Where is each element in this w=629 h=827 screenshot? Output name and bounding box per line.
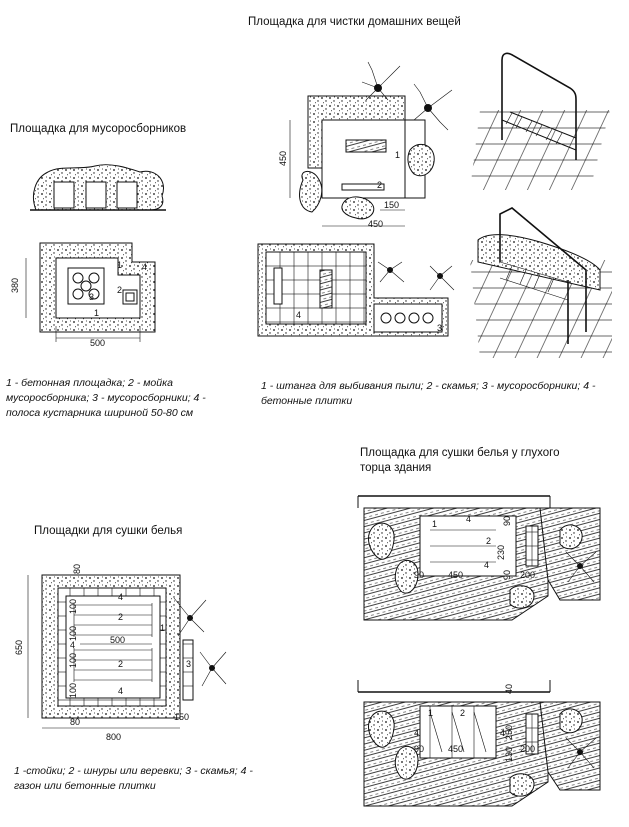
dim-450v: 450 [278,151,288,166]
dim-40: 40 [504,684,514,694]
dim-90c: 90 [502,570,512,580]
label-1: 1 [428,708,433,718]
dim-80b: 80 [70,717,80,727]
dim-200: 200 [520,570,535,580]
label-2: 2 [377,180,382,190]
label-3: 3 [186,659,191,669]
dim-250: 250 [504,725,514,740]
dim-100a: 100 [68,599,78,614]
label-1: 1 [160,623,165,633]
label-4a: 4 [466,514,471,524]
title-drying-wall: Площадка для сушки белья у глухого торца… [360,447,560,474]
dim-100b: 100 [68,626,78,641]
label-2: 2 [486,536,491,546]
dim-150: 150 [384,200,399,210]
title-cleaning: Площадка для чистки домашних вещей [248,16,461,28]
dim-230: 230 [496,545,506,560]
legend-cleaning: 1 - штанга для выбивания пыли; 2 - скамь… [261,380,596,407]
label-4b: 4 [118,686,123,696]
label-2a: 2 [118,612,123,622]
label-3: 3 [89,292,94,302]
dim-500: 500 [90,338,105,348]
dim-130: 130 [504,747,514,762]
cleaning-perspective-bottom [470,207,612,358]
dim-200: 200 [520,744,535,754]
garbage-plan [25,242,156,342]
label-3: 3 [437,323,442,333]
cleaning-perspective-top [470,52,610,190]
dim-90b: 90 [502,516,512,526]
dim-800: 800 [106,732,121,742]
label-1a: 1 [117,260,122,270]
drying-plan [27,574,227,729]
label-4c: 4 [70,640,75,650]
label-4: 4 [142,262,147,272]
wall-plan-bottom [357,680,601,807]
title-garbage: Площадка для мусоросборников [10,123,187,135]
garbage-elevation [30,164,166,211]
dim-80a: 80 [72,564,82,574]
label-2: 2 [460,708,465,718]
label-4a: 4 [118,592,123,602]
legend-drying: 1 -стойки; 2 - шнуры или веревки; 3 - ск… [14,765,253,792]
label-4b: 4 [500,728,505,738]
label-4: 4 [296,310,301,320]
label-2: 2 [117,285,122,295]
cleaning-lower-plan [257,243,455,337]
wall-plan-top [357,495,601,621]
dim-100d: 100 [68,683,78,698]
dim-450: 450 [448,744,463,754]
title-drying: Площадки для сушки белья [34,525,183,537]
dim-500: 500 [110,635,125,645]
label-1: 1 [432,519,437,529]
dim-650: 650 [14,640,24,655]
dim-150: 150 [174,712,189,722]
legend-garbage: 1 - бетонная площадка; 2 - мойка мусорос… [6,377,206,419]
dim-90a: 90 [414,744,424,754]
dim-100c: 100 [68,653,78,668]
label-2b: 2 [118,659,123,669]
dim-380: 380 [10,278,20,293]
label-1: 1 [395,150,400,160]
dim-450: 450 [448,570,463,580]
dim-90a: 90 [414,570,424,580]
dim-450h: 450 [368,219,383,229]
label-4b: 4 [484,560,489,570]
cleaning-plan [289,61,453,227]
label-1b: 1 [94,308,99,318]
label-4a: 4 [414,728,419,738]
